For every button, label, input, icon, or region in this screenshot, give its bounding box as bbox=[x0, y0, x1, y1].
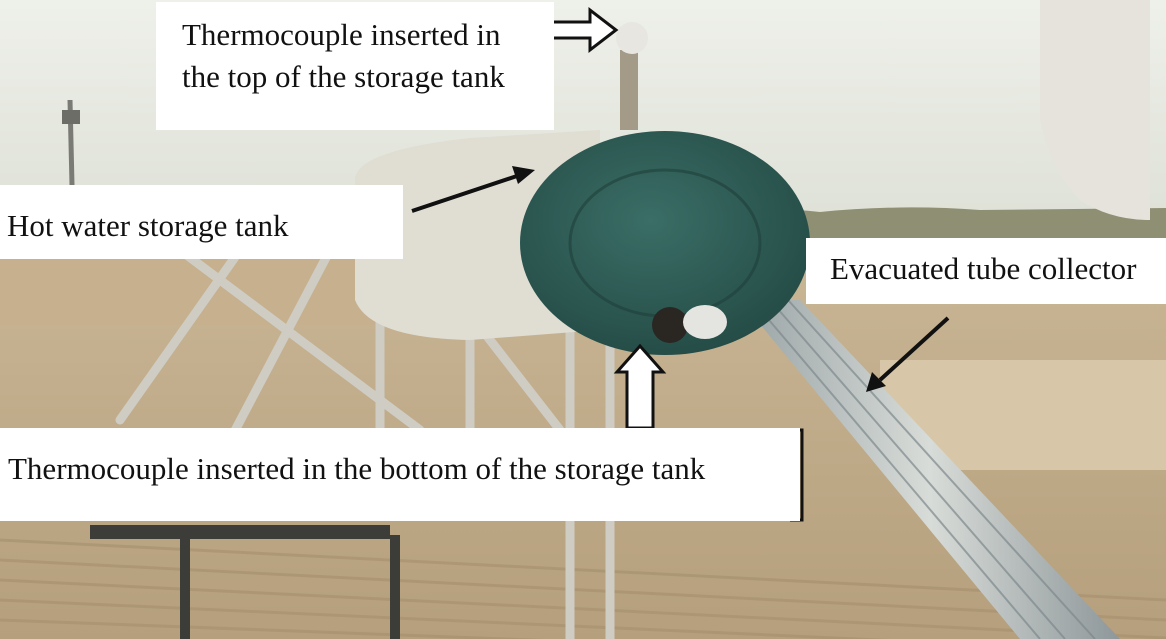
table-leg-left bbox=[180, 539, 190, 639]
table-top bbox=[90, 525, 390, 539]
evacuated-tube-collector bbox=[740, 300, 1120, 639]
callout-top-thermocouple: Thermocouple inserted in the top of the … bbox=[156, 2, 554, 130]
table-leg-right bbox=[390, 535, 400, 639]
pointer-collector-head bbox=[866, 372, 886, 392]
callout-hot-water-tank: Hot water storage tank bbox=[0, 185, 403, 259]
callout-top-line-2: the top of the storage tank bbox=[182, 59, 505, 94]
tank-top-pipe bbox=[620, 50, 638, 130]
callout-evacuated-tube-collector: Evacuated tube collector bbox=[806, 238, 1166, 304]
callout-bottom-thermocouple: Thermocouple inserted in the bottom of t… bbox=[0, 428, 800, 521]
pointer-tank-head bbox=[512, 166, 535, 184]
collector-tubes bbox=[751, 299, 1096, 639]
pointer-collector bbox=[878, 316, 950, 382]
tank-end-cap bbox=[520, 131, 810, 355]
callout-top-line-1: Thermocouple inserted in bbox=[182, 17, 501, 52]
tank-top-fitting bbox=[616, 22, 648, 54]
callout-bottom-text: Thermocouple inserted in the bottom of t… bbox=[8, 451, 706, 486]
callout-collector-text: Evacuated tube collector bbox=[830, 251, 1137, 286]
bottom-fitting-silver bbox=[683, 305, 727, 339]
pointer-tank bbox=[411, 173, 521, 213]
bottom-fitting-dark bbox=[652, 307, 688, 343]
white-cylinder-right bbox=[1040, 0, 1150, 220]
arrow-right-icon bbox=[550, 6, 619, 54]
callout-tank-text: Hot water storage tank bbox=[7, 208, 289, 243]
arrow-up-icon bbox=[613, 343, 667, 430]
weather-box bbox=[62, 110, 80, 124]
